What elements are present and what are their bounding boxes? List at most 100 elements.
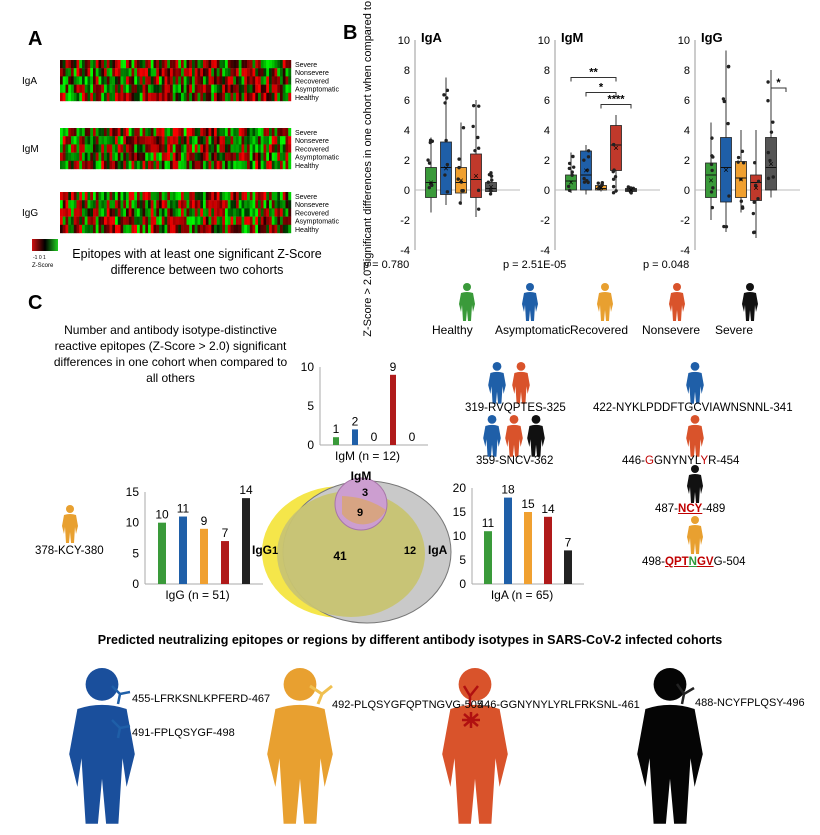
heatmap-cell (244, 224, 248, 234)
legend-label-asymptomatic: Asymptomatic (495, 323, 571, 337)
heatmap-cell (277, 160, 281, 170)
heatmap-cell (95, 152, 99, 161)
heatmap-cell (233, 208, 237, 217)
data-point (628, 190, 633, 194)
heatmap-cell (252, 136, 256, 145)
heatmap-cell (134, 76, 138, 85)
bar-recovered (200, 528, 208, 584)
heatmap-cell (84, 136, 88, 145)
heatmap-cell (241, 60, 245, 69)
heatmap-cell (175, 68, 179, 77)
heatmap-cell (153, 192, 157, 201)
heatmap-cell (172, 60, 176, 69)
heatmap-cell (219, 152, 223, 161)
heatmap-cell (128, 128, 132, 137)
heatmap-cell (117, 208, 121, 217)
heatmap-cell (285, 76, 289, 85)
heatmap-cell (170, 200, 173, 209)
heatmap-cell (244, 68, 248, 77)
heatmap-cell (241, 128, 245, 137)
heatmap-cell (194, 208, 198, 217)
heatmap-cell (172, 200, 176, 209)
heatmap-cell (68, 68, 72, 77)
heatmap-row-label: Recovered (295, 210, 329, 217)
data-point (476, 146, 481, 150)
heatmap-cell (150, 60, 154, 69)
data-point (566, 184, 571, 189)
heatmap-cell (252, 152, 256, 161)
heatmap-cell (90, 152, 94, 161)
heatmap-cell (208, 136, 212, 145)
heatmap-cell (87, 68, 91, 77)
legend-person-healthy (459, 283, 475, 321)
heatmap-cell (60, 136, 63, 145)
heatmap-cell (203, 76, 206, 85)
heatmap-cell (252, 144, 256, 153)
heatmap-cell (104, 136, 107, 145)
heatmap-cell (82, 200, 85, 209)
data-point (488, 192, 493, 196)
heatmap-cell (95, 208, 99, 217)
heatmap-cell (211, 128, 215, 137)
venn-count-all: 9 (357, 507, 363, 519)
heatmap-cell (260, 152, 264, 161)
heatmap-cell (277, 68, 281, 77)
heatmap-cell (145, 92, 149, 102)
heatmap-cell (192, 200, 195, 209)
heatmap-cell (60, 160, 63, 170)
heatmap-cell (269, 160, 272, 170)
heatmap-cell (82, 224, 85, 234)
ep4-a: G (645, 455, 654, 467)
heatmap-cell (167, 76, 171, 85)
heatmap-cell (255, 76, 259, 85)
heatmap-cell (282, 60, 286, 69)
heatmap-cell (255, 68, 259, 77)
heatmap-cell (269, 216, 272, 225)
heatmap-cell (68, 136, 72, 145)
box-severe: × (625, 185, 637, 195)
heatmap-cell (247, 160, 250, 170)
p-value: p = 0.048 (643, 259, 689, 271)
heatmap-cell (82, 216, 85, 225)
heatmap-cell (211, 144, 215, 153)
heatmap-cell (227, 76, 231, 85)
heatmap-cell (255, 216, 259, 225)
epitope-378-380: 378-KCY-380 (35, 545, 104, 557)
ep6-pre: 498- (642, 556, 666, 568)
heatmap-cell (225, 76, 228, 85)
heatmap-cell (252, 84, 256, 93)
bar-value-label: 7 (565, 535, 572, 549)
heatmap-cell (117, 152, 121, 161)
heatmap-cell (252, 68, 256, 77)
svg-text:×: × (583, 166, 588, 176)
data-point (611, 184, 616, 189)
heatmap-cell (84, 208, 88, 217)
heatmap-cell (164, 160, 168, 170)
heatmap-cell (233, 128, 237, 137)
heatmap-cell (282, 136, 286, 145)
heatmap-cell (266, 76, 270, 85)
heatmap-cell (263, 160, 267, 170)
heatmap-cell (131, 224, 135, 234)
heatmap-cell (178, 68, 182, 77)
heatmap-cell (137, 208, 140, 217)
heatmap-cell (194, 200, 198, 209)
heatmap-cell (112, 92, 116, 102)
heatmap-cell (238, 128, 242, 137)
heatmap-cell (90, 92, 94, 102)
heatmap-cell (269, 84, 272, 93)
heatmap-cell (73, 224, 77, 234)
heatmap-cell (106, 60, 110, 69)
epitope-446-454: 446-GGNYNYLYR-454 (622, 455, 739, 467)
box-healthy: × (565, 152, 577, 193)
heatmap-cell (230, 200, 234, 209)
heatmap-cell (269, 192, 272, 201)
heatmap-cell (266, 160, 270, 170)
svg-text:×: × (458, 175, 463, 185)
heatmap-cell (120, 224, 124, 234)
heatmap-cell (98, 160, 102, 170)
heatmap-cell (128, 92, 132, 102)
heatmap-cell (175, 192, 179, 201)
heatmap-cell (98, 136, 102, 145)
heatmap-cell (192, 92, 195, 102)
